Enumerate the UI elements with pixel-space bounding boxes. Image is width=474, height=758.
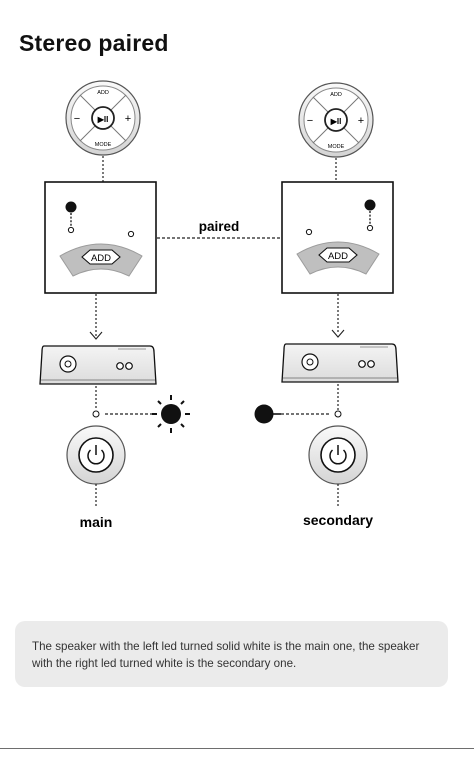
play-pause-icon: ▶II (97, 115, 109, 124)
minus-icon: − (74, 113, 80, 125)
minus-icon: − (307, 115, 313, 127)
main-role-label: main (80, 514, 113, 530)
speaker-left (39, 345, 157, 385)
led-right-indicator (334, 410, 342, 418)
remote-mode-label: MODE (328, 144, 345, 150)
power-button-left (66, 425, 126, 485)
device-panel-right: ADD (281, 181, 394, 294)
led-glowing-icon (152, 395, 190, 433)
speaker-right (281, 343, 399, 383)
remote-add-label: ADD (330, 92, 342, 98)
play-pause-icon: ▶II (330, 117, 342, 126)
device-panel-left: ADD (44, 181, 157, 294)
paired-label: paired (199, 219, 240, 234)
led-solid-icon (65, 201, 77, 213)
arrow-down-icon (89, 331, 103, 340)
power-button-right (308, 425, 368, 485)
secondary-role-label: secondary (303, 512, 373, 528)
add-button-right (318, 247, 358, 263)
remote-add-label: ADD (97, 90, 109, 96)
remote-control-right: ▶II ADD MODE − + (298, 82, 374, 158)
add-button-label-left: ADD (91, 253, 111, 264)
plus-icon: + (358, 115, 364, 127)
add-button-label-right: ADD (328, 251, 348, 262)
note-text: The speaker with the left led turned sol… (32, 640, 420, 670)
led-solid-icon (254, 404, 274, 424)
led-solid-icon (364, 199, 376, 211)
page-title: Stereo paired (19, 30, 169, 56)
info-note: The speaker with the left led turned sol… (15, 621, 448, 687)
power-icon (329, 449, 347, 465)
plus-icon: + (125, 113, 131, 125)
pairing-diagram: ▶II ADD MODE − + ADD (39, 80, 399, 530)
power-icon (87, 449, 105, 465)
remote-mode-label: MODE (95, 142, 112, 148)
arrow-down-icon (331, 329, 345, 338)
footer-divider (0, 748, 474, 749)
led-left-indicator (92, 410, 100, 418)
remote-control-left: ▶II ADD MODE − + (65, 80, 141, 156)
add-button-left (81, 249, 121, 265)
